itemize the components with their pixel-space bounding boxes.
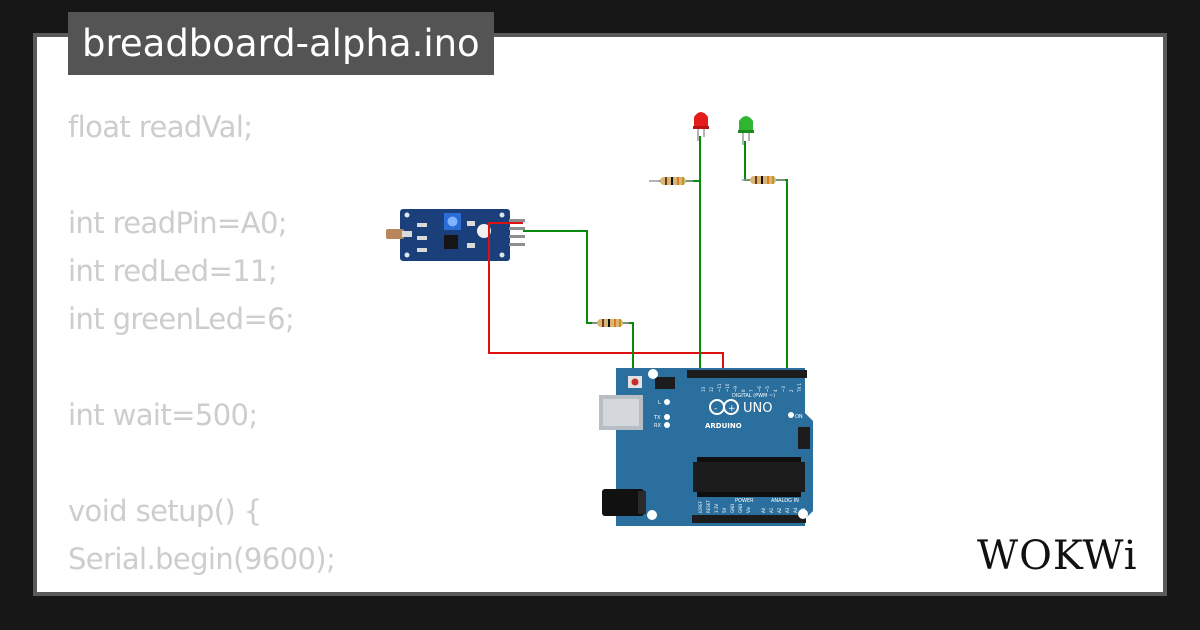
power-label: POWER	[735, 498, 754, 504]
light-sensor-module-icon[interactable]	[386, 209, 525, 261]
pin-label: ~10	[725, 383, 730, 392]
resistor-icon[interactable]	[742, 176, 785, 184]
code-line: int wait=500;	[68, 398, 258, 432]
pin-label: A2	[777, 507, 782, 513]
wire-sensor-out	[523, 230, 597, 324]
green-led-icon[interactable]	[738, 116, 754, 145]
pin-label: A0	[761, 507, 766, 513]
code-line: int readPin=A0;	[68, 206, 288, 240]
code-line: void setup() {	[68, 494, 262, 528]
on-label: ON	[795, 414, 803, 420]
rx-label: RX	[654, 423, 661, 429]
pin-label: Vin	[746, 506, 751, 513]
svg-text:+: +	[728, 404, 736, 414]
svg-text:-: -	[714, 404, 717, 414]
code-line: int greenLed=6;	[68, 302, 295, 336]
pin-label: ~9	[733, 386, 738, 392]
code-preview: float readVal; int readPin=A0; int redLed=…	[68, 103, 428, 592]
l-label: L	[658, 400, 661, 406]
pin-label: ~11	[717, 383, 722, 392]
red-led-icon[interactable]	[693, 112, 709, 141]
pin-label: 4	[773, 389, 778, 392]
pin-label: TX 1	[797, 383, 802, 393]
pin-label: RESET	[706, 500, 711, 513]
wire-green-res	[776, 179, 788, 373]
circuit-diagram: - + UNO ARDUINO DIGITAL (PWM ~) POWER AN…	[386, 112, 813, 526]
pin-label: A4	[793, 507, 798, 513]
pin-label: A3	[785, 507, 790, 513]
resistor-icon[interactable]	[649, 177, 693, 185]
pin-label: 5V	[722, 507, 727, 513]
pin-label: ~6	[757, 386, 762, 392]
wire-analog	[623, 322, 645, 372]
code-line: float readVal;	[68, 110, 253, 144]
digital-label: DIGITAL (PWM ~)	[732, 393, 775, 399]
analog-label: ANALOG IN	[771, 498, 799, 504]
code-line: Serial.begin(9600);	[68, 542, 336, 576]
pin-label: ~5	[765, 386, 770, 392]
tx-label: TX	[653, 415, 661, 421]
pin-label: RX 0	[805, 382, 810, 392]
pin-label: 7	[749, 389, 754, 392]
pin-label: 8	[741, 389, 746, 392]
wokwi-logo: WOKWi	[977, 533, 1138, 579]
code-line: int redLed=11;	[68, 254, 278, 288]
wokwi-logo-text: WOKWi	[977, 533, 1138, 579]
pin-label: IOREF	[698, 500, 703, 513]
pin-label: A1	[769, 507, 774, 513]
pin-label: 2	[789, 389, 794, 392]
pin-label: 3.3V	[714, 504, 719, 513]
pin-label: GND	[738, 504, 743, 513]
pin-label: 12	[709, 386, 714, 392]
pin-label: 13	[701, 386, 706, 392]
board-brand-label: ARDUINO	[705, 422, 742, 430]
pin-label: A5	[801, 507, 806, 513]
project-title[interactable]: breadboard-alpha.ino	[68, 12, 494, 75]
arduino-uno-icon[interactable]: - + UNO ARDUINO DIGITAL (PWM ~) POWER AN…	[599, 368, 813, 526]
board-model-label: UNO	[743, 401, 772, 416]
wire-green-led	[744, 141, 751, 181]
pin-label: GND	[730, 504, 735, 513]
project-card: float readVal; int readPin=A0; int redLed=…	[33, 33, 1167, 596]
code-line: pinMode(readPin,INPUT);	[68, 583, 428, 592]
resistor-icon[interactable]	[592, 319, 629, 327]
pin-label: ~3	[781, 386, 786, 392]
